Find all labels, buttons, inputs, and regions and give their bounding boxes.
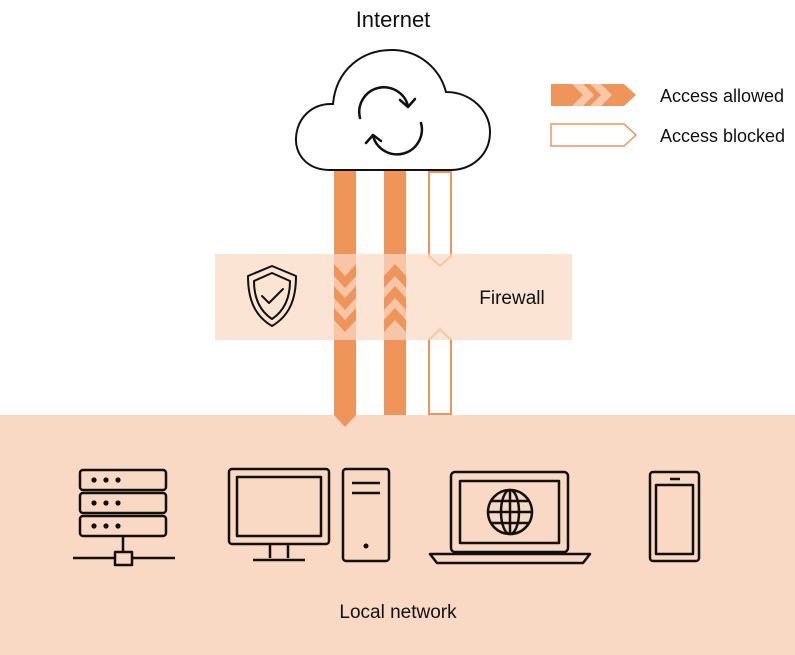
legend-blocked-swatch [550,123,638,147]
allowed-up-chevrons [384,264,406,332]
local-network-label: Local network [339,602,457,623]
allowed-down-chevrons [334,264,356,332]
laptop-globe-icon [428,470,592,565]
legend-allowed-chevrons [572,84,612,106]
cloud-sync-icon [294,48,492,171]
legend: Access allowed Access blocked [550,84,785,147]
server-rack-icon [73,468,175,567]
legend-blocked-label: Access blocked [660,126,785,146]
blocked-arrow-top-segment [428,171,452,268]
pc-tower-icon [341,467,391,563]
blocked-arrow-bottom-segment [428,327,452,415]
shield-check-icon [247,265,297,327]
legend-allowed-label: Access allowed [660,86,784,106]
smartphone-icon [648,470,701,563]
desktop-monitor-icon [227,467,331,562]
internet-title: Internet [356,7,431,32]
firewall-label: Firewall [479,288,544,309]
